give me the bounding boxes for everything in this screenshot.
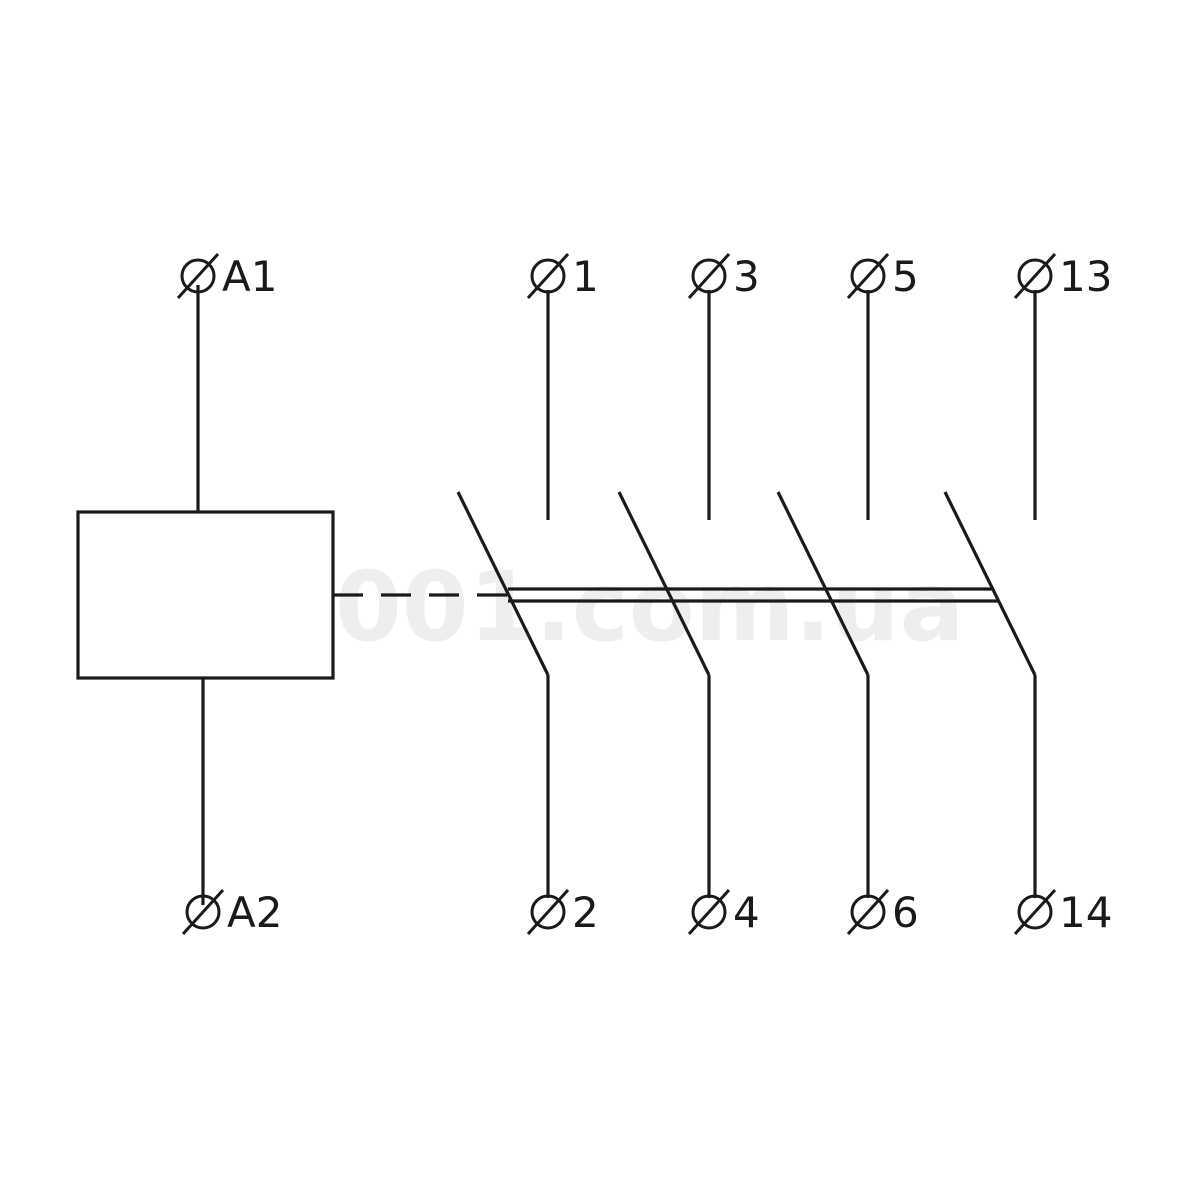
terminal-bottom-6: 6 <box>846 888 919 937</box>
terminal-label-bottom-6: 6 <box>892 888 919 937</box>
watermark-text: 001.com.ua <box>335 551 964 663</box>
terminal-slash <box>526 888 570 936</box>
terminal-screw-icon <box>691 894 727 930</box>
contact-blade <box>776 491 870 676</box>
terminal-screw-icon <box>1017 258 1053 294</box>
terminal-label-bottom-14: 14 <box>1059 888 1112 937</box>
contact-blade <box>617 491 711 676</box>
contact-13-14: 13 14 <box>943 252 1112 937</box>
terminal-top-3: 3 <box>687 252 760 301</box>
terminal-top-1: 1 <box>526 252 599 301</box>
contact-5-6: 56 <box>776 252 919 937</box>
terminal-slash <box>846 252 890 300</box>
terminal-slash <box>181 888 225 936</box>
terminal-slash <box>687 252 731 300</box>
terminal-top-5: 5 <box>846 252 919 301</box>
terminal-slash <box>526 252 570 300</box>
terminal-bottom-14: 14 <box>1013 888 1112 937</box>
terminal-screw-icon <box>850 258 886 294</box>
terminal-screw-icon <box>180 258 216 294</box>
contact-blade <box>456 491 550 676</box>
contact-3-4: 34 <box>617 252 760 937</box>
terminal-screw-icon <box>530 258 566 294</box>
coil: A1 A2 <box>76 252 335 937</box>
terminal-label-top-1: 1 <box>572 252 599 301</box>
terminal-slash <box>176 252 220 300</box>
terminal-screw-icon <box>185 894 221 930</box>
terminal-label-bottom-4: 4 <box>733 888 760 937</box>
terminal-label-top-3: 3 <box>733 252 760 301</box>
contact-blade <box>943 491 1037 676</box>
terminal-slash <box>687 888 731 936</box>
coil-box <box>76 510 335 680</box>
terminal-bottom-4: 4 <box>687 888 760 937</box>
terminal-label-a1: A1 <box>222 252 277 301</box>
terminal-screw-icon <box>530 894 566 930</box>
terminal-bottom-2: 2 <box>526 888 599 937</box>
terminal-label-a2: A2 <box>227 888 282 937</box>
terminal-slash <box>1013 252 1057 300</box>
terminal-slash <box>846 888 890 936</box>
terminal-a1: A1 <box>176 252 277 301</box>
terminal-screw-icon <box>1017 894 1053 930</box>
terminal-label-top-5: 5 <box>892 252 919 301</box>
terminal-label-bottom-2: 2 <box>572 888 599 937</box>
terminal-screw-icon <box>691 258 727 294</box>
mechanical-linkage <box>333 587 998 603</box>
terminal-a2: A2 <box>181 888 282 937</box>
terminal-slash <box>1013 888 1057 936</box>
terminal-screw-icon <box>850 894 886 930</box>
contact-1-2: 12 <box>456 252 599 937</box>
terminal-top-13: 13 <box>1013 252 1112 301</box>
terminal-label-top-13: 13 <box>1059 252 1112 301</box>
